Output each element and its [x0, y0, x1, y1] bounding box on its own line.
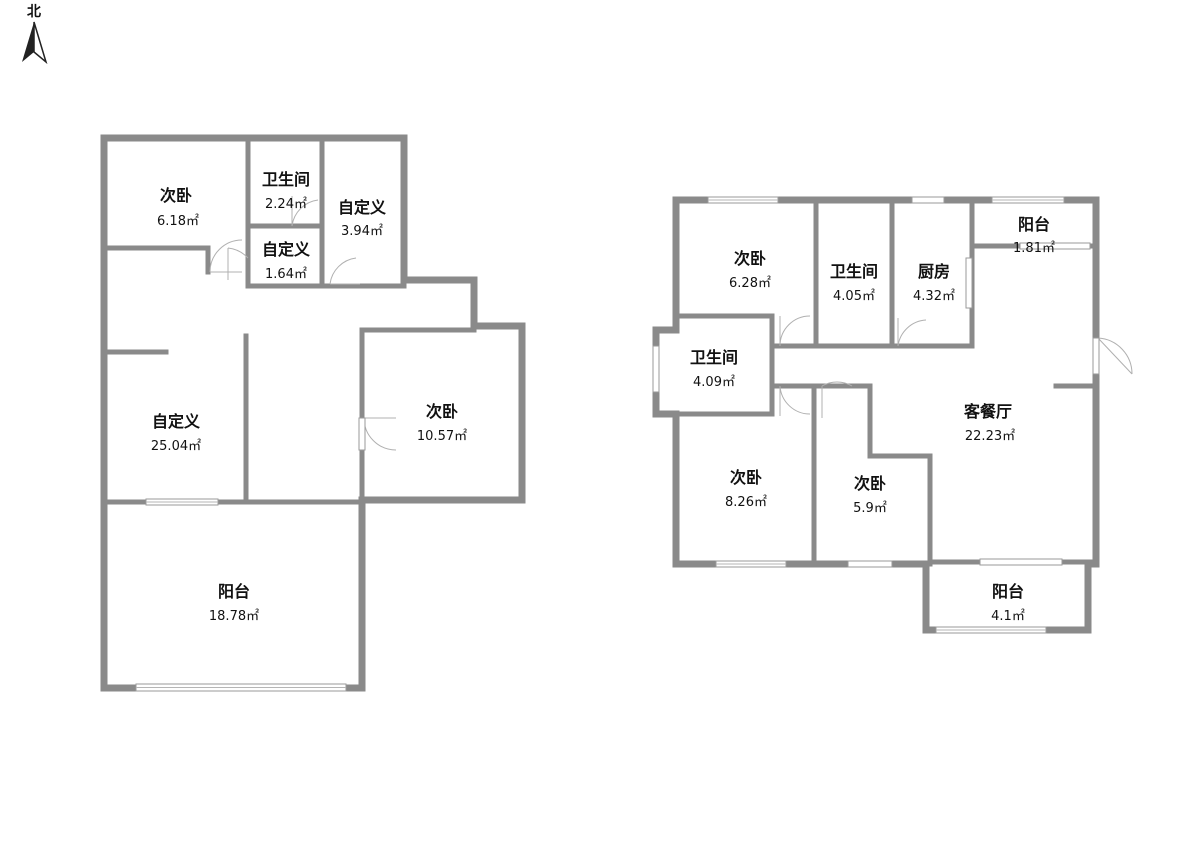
- room-name: 阳台: [1018, 215, 1050, 234]
- room-name: 客餐厅: [964, 402, 1012, 421]
- room-name: 次卧: [730, 468, 762, 487]
- room-name: 阳台: [992, 582, 1024, 601]
- compass-arrow-right-icon: [33, 21, 48, 65]
- room-area: 4.1㎡: [991, 609, 1025, 624]
- left-floor-plan: 次卧 6.18㎡ 卫生间 2.24㎡ 自定义 3.94㎡ 自定义 1.64㎡ 自…: [100, 134, 526, 692]
- room-area: 18.78㎡: [209, 609, 259, 624]
- room-area: 4.05㎡: [833, 289, 875, 304]
- room-balcony-b: 阳台 1.81㎡: [1013, 215, 1055, 256]
- room-bedroom-e: 次卧 5.9㎡: [853, 474, 887, 516]
- room-living: 客餐厅 22.23㎡: [964, 402, 1015, 444]
- left-doors: [209, 196, 397, 451]
- room-name: 次卧: [734, 249, 766, 268]
- door-swing-icon: [209, 239, 243, 273]
- room-name: 次卧: [854, 474, 886, 493]
- door-swing-icon: [779, 385, 811, 416]
- door-swing-icon: [897, 318, 927, 347]
- room-bedroom-d: 次卧 8.26㎡: [725, 468, 767, 510]
- compass-label: 北: [27, 4, 41, 20]
- room-name: 自定义: [262, 240, 310, 259]
- left-windows: [135, 498, 347, 692]
- room-bath-a: 卫生间 2.24㎡: [262, 170, 310, 212]
- room-area: 1.81㎡: [1013, 241, 1055, 256]
- room-area: 2.24㎡: [265, 197, 307, 212]
- door-swing-icon: [779, 315, 811, 347]
- room-name: 次卧: [160, 186, 192, 205]
- room-area: 10.57㎡: [417, 429, 467, 444]
- room-name: 卫生间: [690, 348, 738, 367]
- room-name: 阳台: [218, 582, 250, 601]
- room-name: 自定义: [338, 198, 386, 217]
- room-name: 自定义: [152, 412, 200, 431]
- room-custom-c: 自定义 25.04㎡: [151, 412, 201, 454]
- room-bath-b: 卫生间 4.05㎡: [830, 262, 878, 304]
- room-area: 1.64㎡: [265, 267, 307, 282]
- north-compass: 北: [22, 4, 48, 65]
- right-room-labels: 次卧 6.28㎡ 卫生间 4.05㎡ 厨房 4.32㎡ 阳台 1.81㎡ 卫生间…: [690, 215, 1055, 624]
- room-name: 卫生间: [262, 170, 310, 189]
- door-swing-icon: [291, 196, 319, 227]
- compass-arrow-left-icon: [22, 22, 34, 62]
- door-swing-icon: [821, 381, 853, 418]
- room-bedroom-b: 次卧 10.57㎡: [417, 402, 467, 444]
- room-area: 6.18㎡: [157, 214, 199, 229]
- room-name: 厨房: [918, 262, 950, 281]
- room-area: 4.32㎡: [913, 289, 955, 304]
- room-balcony-a: 阳台 18.78㎡: [209, 582, 259, 624]
- room-bath-c: 卫生间 4.09㎡: [690, 348, 738, 390]
- room-name: 次卧: [426, 402, 458, 421]
- room-bedroom-a: 次卧 6.18㎡: [157, 186, 199, 229]
- room-area: 6.28㎡: [729, 276, 771, 291]
- room-area: 5.9㎡: [853, 501, 887, 516]
- right-floor-plan: 次卧 6.28㎡ 卫生间 4.05㎡ 厨房 4.32㎡ 阳台 1.81㎡ 卫生间…: [652, 196, 1133, 634]
- room-area: 4.09㎡: [693, 375, 735, 390]
- door-swing-icon: [363, 417, 397, 451]
- room-bedroom-c: 次卧 6.28㎡: [729, 249, 771, 291]
- room-name: 卫生间: [830, 262, 878, 281]
- door-swing-icon: [227, 247, 249, 280]
- left-inner-walls: [101, 135, 477, 505]
- room-area: 25.04㎡: [151, 439, 201, 454]
- door-swing-icon: [1097, 337, 1133, 375]
- right-windows: [652, 196, 1091, 634]
- door-swing-icon: [329, 257, 360, 285]
- room-custom-a: 自定义 3.94㎡: [338, 198, 386, 239]
- right-doors: [779, 315, 1133, 418]
- room-area: 3.94㎡: [341, 224, 383, 239]
- room-kitchen: 厨房 4.32㎡: [913, 262, 955, 304]
- room-custom-b: 自定义 1.64㎡: [262, 240, 310, 282]
- left-room-labels: 次卧 6.18㎡ 卫生间 2.24㎡ 自定义 3.94㎡ 自定义 1.64㎡ 自…: [151, 170, 467, 624]
- room-area: 22.23㎡: [965, 429, 1015, 444]
- room-balcony-c: 阳台 4.1㎡: [991, 582, 1025, 624]
- room-area: 8.26㎡: [725, 495, 767, 510]
